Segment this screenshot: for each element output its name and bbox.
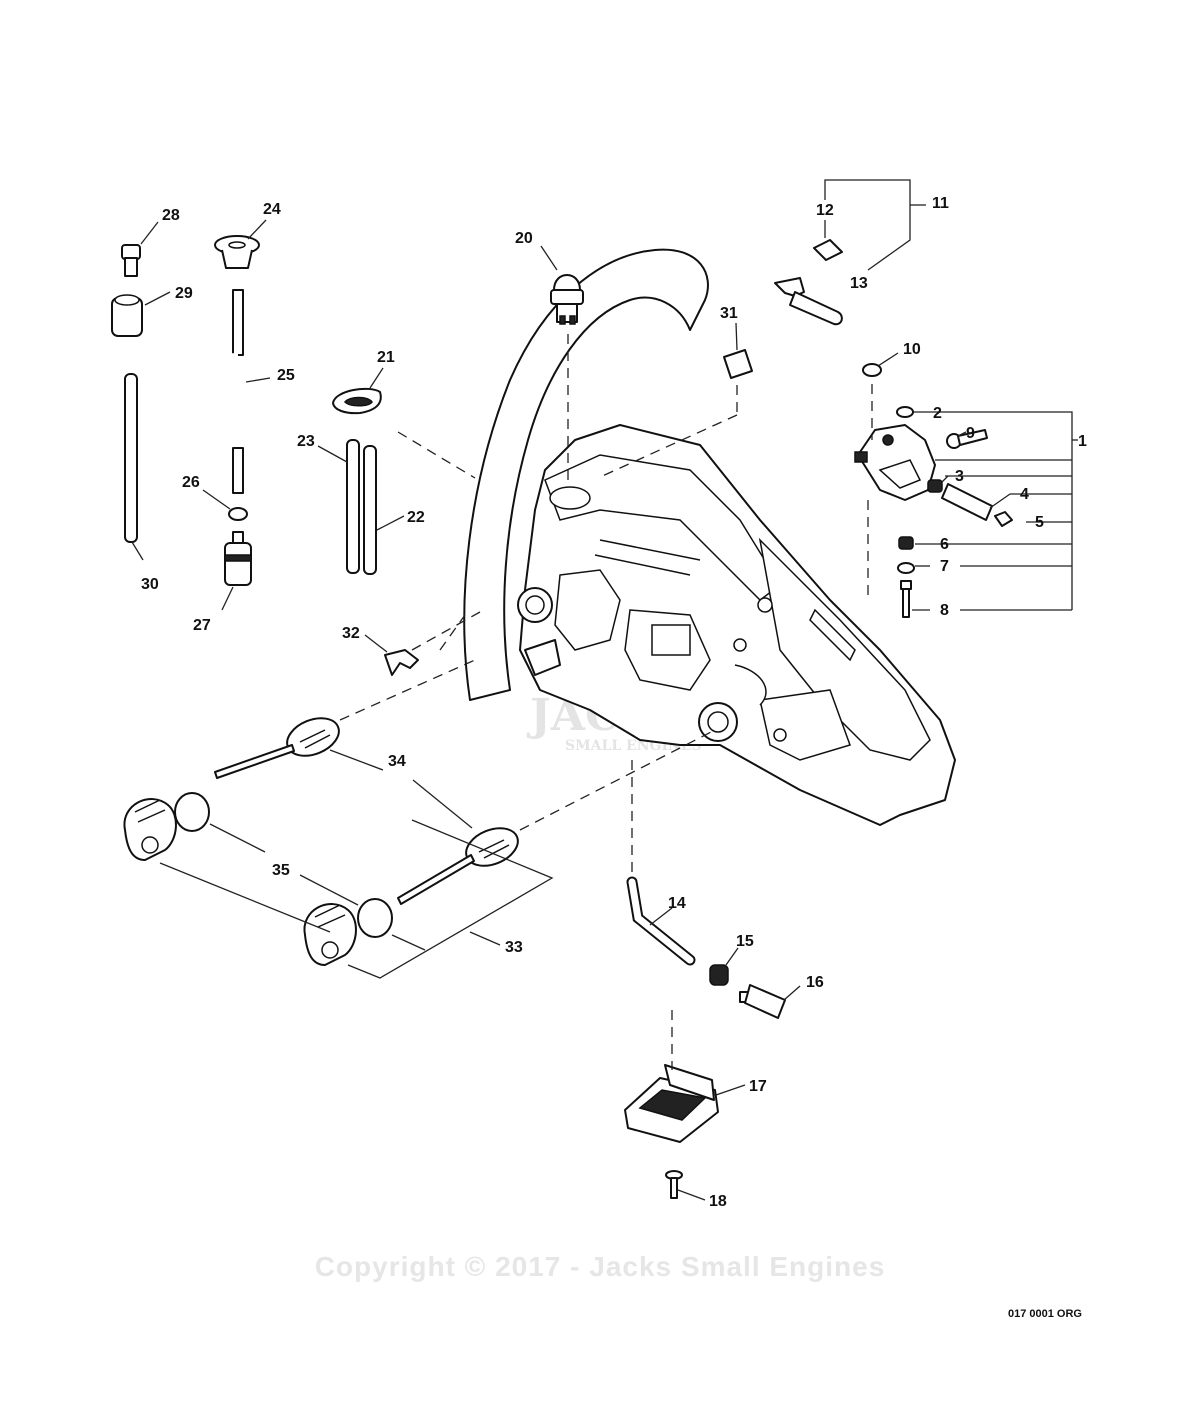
callout-22: 22 [407,509,425,526]
callout-labels: 1 2 3 4 5 6 7 8 9 10 11 12 13 14 15 16 1… [141,195,1087,1210]
callout-4: 4 [1020,486,1029,503]
part-17-bracket [624,1064,719,1143]
callout-33: 33 [505,939,523,956]
callout-34: 34 [388,753,406,770]
part-33-cap-upper [123,798,177,861]
part-14-hose-inner [628,878,694,964]
callout-28: 28 [162,207,180,224]
callout-18: 18 [709,1193,727,1210]
tank-port-right-inner [707,711,729,733]
housing-hole-2 [733,638,747,652]
copyright-text: Copyright © 2017 - Jacks Small Engines [315,1251,886,1282]
part-35-oring-lower [357,898,393,938]
part-30-hose [124,373,138,543]
part-3-spring [927,479,943,493]
part-28-plug [121,244,141,277]
part-31-label [723,349,753,379]
part-34-strainer-upper [214,717,340,779]
part-18-screw [665,1170,683,1199]
part-6-spring [898,536,914,550]
tank-port-left-inner [525,595,545,615]
callout-29: 29 [175,285,193,302]
part-34-strainer-lower [397,827,519,905]
part-10-washer [862,363,882,377]
callout-12: 12 [816,202,834,219]
front-handle [463,248,709,701]
part-9-bolt [946,429,988,449]
callout-24: 24 [263,201,281,218]
callout-9: 9 [966,425,975,442]
callout-11: 11 [932,195,949,212]
wire-loop [734,664,767,706]
callout-32: 32 [342,625,360,642]
part-35-oring-upper [174,792,210,832]
callout-5: 5 [1035,514,1044,531]
part-27-filter [224,531,252,586]
centerlines [339,334,873,1070]
housing-hole-3 [773,728,787,742]
callout-6: 6 [940,536,949,553]
callout-17: 17 [749,1078,767,1095]
callout-2: 2 [933,405,942,422]
callout-8: 8 [940,602,949,619]
callout-25: 25 [277,367,295,384]
callout-13: 13 [850,275,868,292]
part-7-washer [897,562,915,574]
callout-26: 26 [182,474,200,491]
callout-10: 10 [903,341,921,358]
callout-23: 23 [297,433,315,450]
part-16-pin [739,984,786,1019]
callout-27: 27 [193,617,211,634]
callout-15: 15 [736,933,754,950]
callout-7: 7 [940,558,949,575]
flywheel-fins [554,569,621,651]
oil-outlet-boss [524,639,561,676]
part-25-coiled-hose [211,289,268,494]
part-24-grommet [214,235,260,269]
housing-edge [599,539,701,561]
fuel-filler-boss [549,486,591,510]
housing-slot [809,608,856,662]
part-26-oring [228,507,248,521]
part-8-pin [900,580,912,618]
part-13-lever [774,277,843,326]
part-20-primer-bulb [550,274,584,325]
main-housing-assembly [463,248,956,826]
callout-20: 20 [515,230,533,247]
callout-30: 30 [141,576,159,593]
part-1-adjuster-body [854,424,936,501]
part-12-block [813,239,843,261]
housing-edge-2 [594,554,691,576]
leader-lines [131,179,1078,1201]
callout-35: 35 [272,862,290,879]
part-32-clip [384,649,419,676]
callout-14: 14 [668,895,686,912]
ignition-block [651,624,691,656]
callout-16: 16 [806,974,824,991]
part-2-nut [896,406,914,418]
part-22-tube [363,445,377,575]
part-15-spring [709,964,729,986]
housing-hole-1 [757,597,773,613]
callout-1: 1 [1078,433,1087,450]
part-5-nut [994,511,1013,527]
rear-support [759,689,851,761]
callout-3: 3 [955,468,964,485]
callout-31: 31 [720,305,738,322]
part-29-cap [111,294,143,337]
part-21-retainer [332,387,382,415]
part-23-tube [346,439,360,574]
callout-21: 21 [377,349,395,366]
part-4-screw [941,483,993,521]
diagram-code: 017 0001 ORG [1008,1308,1082,1320]
part-33-cap-lower [303,903,357,966]
